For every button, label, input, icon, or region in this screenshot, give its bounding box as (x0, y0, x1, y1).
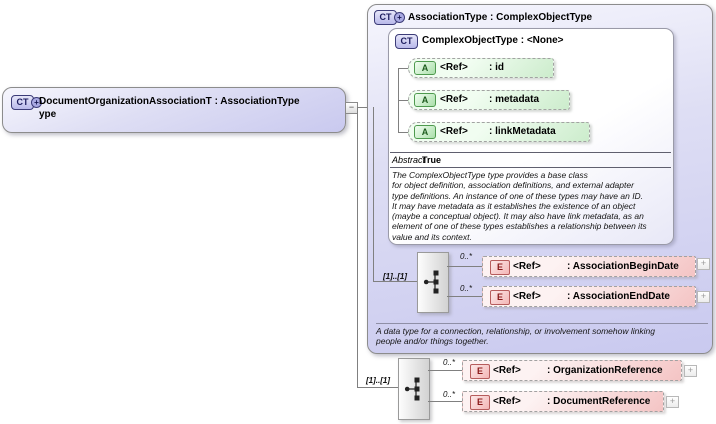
connector-line (373, 107, 374, 282)
attribute-name: : metadata (489, 94, 540, 105)
element-icon: E (470, 364, 490, 379)
element-icon: E (490, 290, 510, 305)
occurrence-label: 0..* (443, 390, 456, 399)
element-ref-organization-reference[interactable]: E <Ref> : OrganizationReference (462, 360, 682, 381)
expand-icon[interactable]: + (684, 365, 697, 377)
element-name: : DocumentReference (547, 396, 651, 407)
attribute-ref-label: <Ref> (440, 62, 468, 73)
attribute-ref-link-metadata[interactable]: A <Ref> : linkMetadata (408, 122, 590, 142)
sequence-indicator[interactable] (398, 358, 430, 420)
rule-line (390, 167, 671, 168)
cardinality-label: [1]..[1] (366, 376, 390, 385)
sequence-indicator[interactable] (417, 252, 449, 313)
documentation-line: value and its context. (392, 231, 472, 242)
sequence-icon (404, 377, 420, 401)
connector-line (357, 107, 358, 388)
attribute-name: : linkMetadata (489, 126, 556, 137)
rule-line (390, 152, 671, 153)
documentation-line: The ComplexObjectType type provides a ba… (392, 170, 588, 180)
documentation-line: people and/or things together. (376, 336, 489, 347)
documentation-line: It may have metadata as it establishes t… (392, 200, 636, 211)
complex-type-icon: CT (395, 34, 418, 49)
element-ref-association-begin-date[interactable]: E <Ref> : AssociationBeginDate (482, 256, 696, 277)
attribute-ref-label: <Ref> (440, 126, 468, 137)
element-name: : AssociationBeginDate (567, 261, 679, 272)
connector-line (357, 387, 398, 388)
connector-line (428, 370, 462, 371)
attribute-name: : id (489, 62, 504, 73)
plus-circle-icon: + (31, 97, 42, 108)
documentation-line: A data type for a connection, relationsh… (376, 326, 655, 336)
element-ref-label: <Ref> (513, 261, 541, 272)
plus-circle-icon: + (394, 12, 405, 23)
documentation-line: (maybe a conceptual object). It may also… (392, 211, 644, 222)
expand-icon[interactable]: + (666, 396, 679, 408)
connector-line (357, 107, 367, 108)
abstract-value: True (422, 155, 442, 165)
element-icon: E (470, 395, 490, 410)
ct-badge-label: CT (395, 34, 418, 49)
occurrence-label: 0..* (443, 358, 456, 367)
element-icon: E (490, 260, 510, 275)
complex-object-type-documentation: The ComplexObjectType type provides a ba… (392, 170, 670, 242)
occurrence-label: 0..* (460, 252, 473, 261)
cardinality-label: [1]..[1] (383, 272, 407, 281)
element-ref-label: <Ref> (493, 396, 521, 407)
element-name: : OrganizationReference (547, 365, 663, 376)
attribute-ref-label: <Ref> (440, 94, 468, 105)
attribute-icon: A (414, 93, 436, 107)
association-type-title: AssociationType : ComplexObjectType (408, 12, 593, 23)
documentation-line: for object definition, association defin… (392, 180, 634, 191)
association-type-documentation: A data type for a connection, relationsh… (376, 326, 708, 347)
connector-line (428, 401, 462, 402)
complex-object-type-title: ComplexObjectType : <None> (422, 35, 564, 46)
expand-icon[interactable]: + (697, 258, 710, 270)
connector-line (373, 281, 417, 282)
complex-type-icon: CT + (11, 95, 42, 110)
sequence-icon (423, 270, 439, 294)
attribute-ref-metadata[interactable]: A <Ref> : metadata (408, 90, 570, 110)
connector-line (398, 68, 410, 69)
class-title-line2: ype (39, 109, 57, 120)
ct-badge-label: CT (374, 10, 397, 25)
expand-icon[interactable]: + (697, 291, 710, 303)
element-ref-label: <Ref> (493, 365, 521, 376)
attribute-icon: A (414, 61, 436, 75)
documentation-line: type definitions. An instance of one of … (392, 190, 644, 201)
abstract-label: Abstract (392, 155, 426, 165)
complex-type-icon: CT + (374, 10, 405, 25)
class-title: DocumentOrganizationAssociationT : Assoc… (39, 95, 300, 121)
connector-line (447, 296, 482, 297)
connector-line (398, 132, 410, 133)
class-title-line1: DocumentOrganizationAssociationT : Assoc… (39, 96, 300, 107)
documentation-line: element of one of these types establishe… (392, 221, 647, 232)
element-ref-label: <Ref> (513, 291, 541, 302)
element-ref-association-end-date[interactable]: E <Ref> : AssociationEndDate (482, 286, 696, 307)
connector-line (447, 266, 482, 267)
element-ref-document-reference[interactable]: E <Ref> : DocumentReference (462, 391, 664, 412)
collapse-icon[interactable]: − (345, 102, 358, 114)
attribute-icon: A (414, 125, 436, 139)
occurrence-label: 0..* (460, 284, 473, 293)
class-box-complex-object-type[interactable]: CT ComplexObjectType : <None> A <Ref> : … (388, 28, 674, 245)
attribute-ref-id[interactable]: A <Ref> : id (408, 58, 554, 78)
element-name: : AssociationEndDate (567, 291, 670, 302)
divider-line (376, 323, 708, 324)
class-box-document-organization-association-type[interactable]: CT + DocumentOrganizationAssociationT : … (2, 87, 346, 133)
connector-line (398, 100, 410, 101)
